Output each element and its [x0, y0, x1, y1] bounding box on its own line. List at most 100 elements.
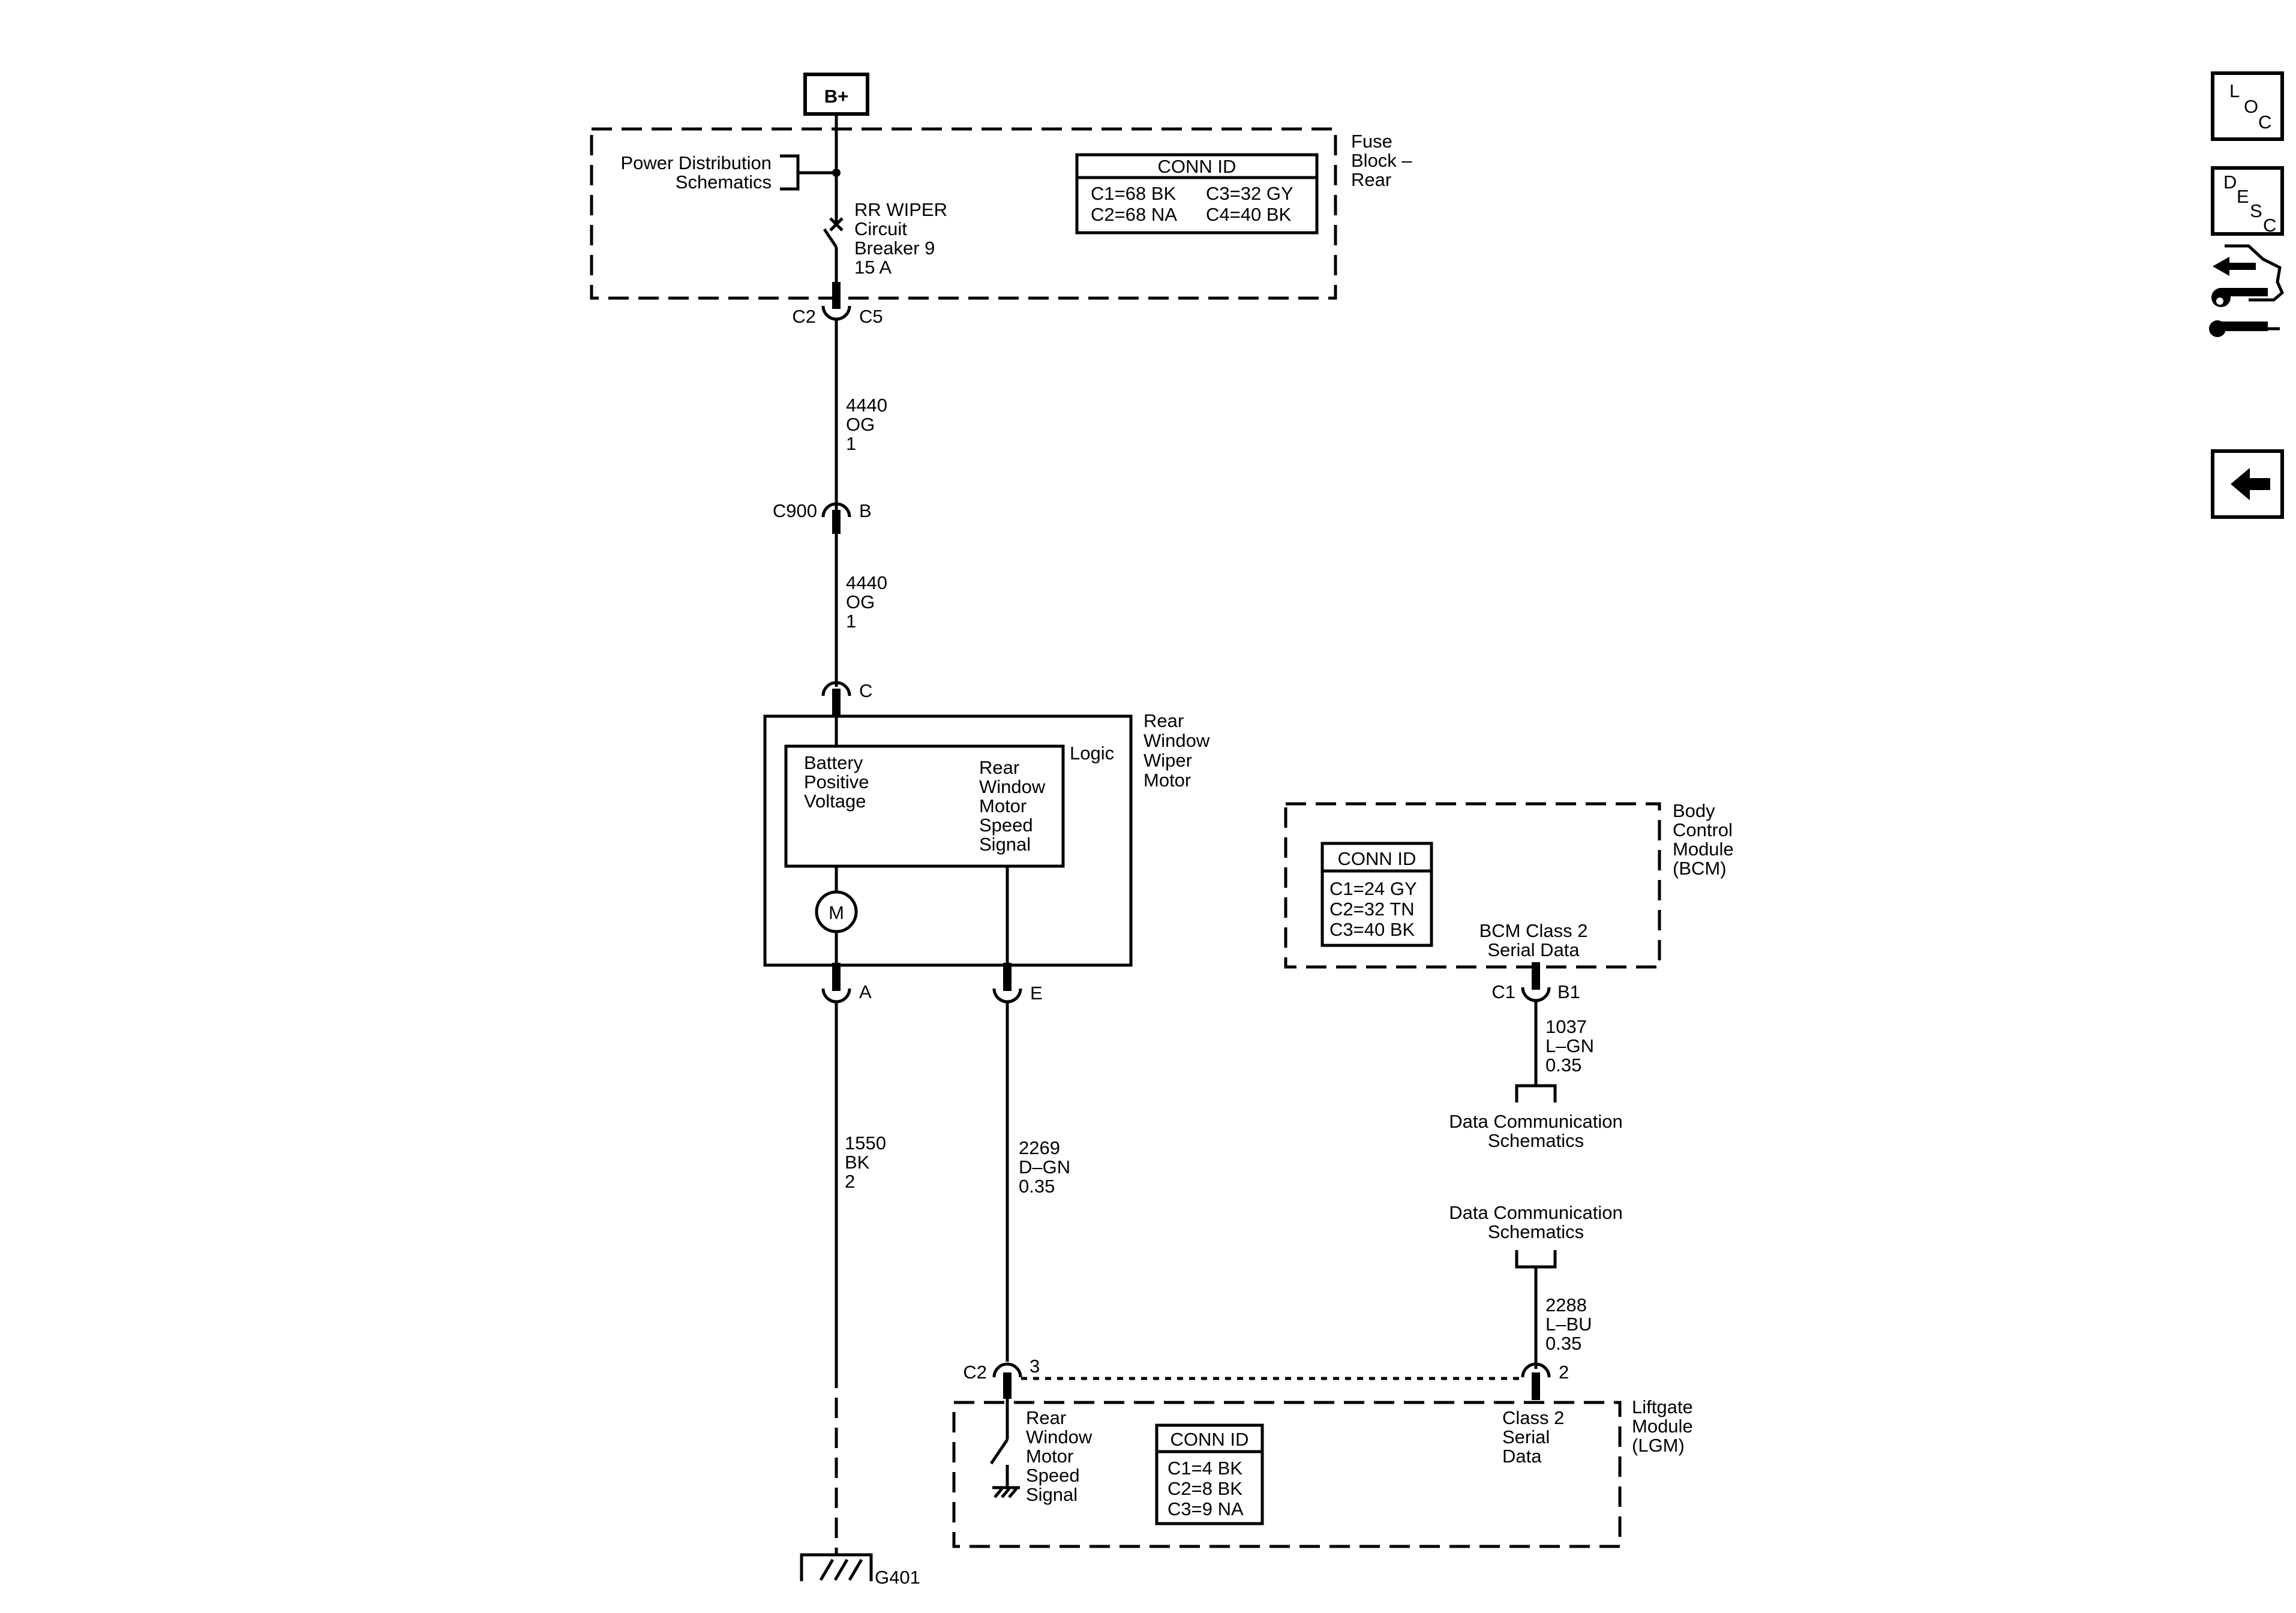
fuse-conn-c3: C3=32 GY — [1206, 183, 1293, 204]
battery-label-1: Battery — [804, 752, 863, 773]
rr-wiper-circuit-breaker: RR WIPER Circuit Breaker 9 15 A — [823, 114, 947, 282]
breaker-label-1: RR WIPER — [854, 199, 947, 220]
lgm-conn-id-header: CONN ID — [1170, 1429, 1249, 1450]
wire-1550-ground: 1550 BK 2 G401 — [800, 1002, 920, 1588]
bcm-conn-c1: C1=24 GY — [1329, 878, 1417, 899]
desc-letter-e: E — [2237, 186, 2249, 207]
battery-label-2: Positive — [804, 771, 869, 792]
connector-c900: C900 — [773, 500, 817, 521]
loc-letter-c: C — [2258, 112, 2271, 133]
bcm-title-4: (BCM) — [1673, 858, 1727, 879]
connector-c2-fuse: C2 — [792, 306, 816, 327]
motor-speed-label-5: Signal — [979, 834, 1031, 855]
power-source-b-plus: B+ — [803, 73, 869, 116]
wire-2288-color: L–BU — [1545, 1314, 1592, 1335]
lgm-speed-label-5: Signal — [1026, 1484, 1078, 1505]
lgm-speed-label-4: Speed — [1026, 1465, 1080, 1486]
wire-1037-size: 0.35 — [1545, 1055, 1581, 1076]
motor-speed-label-3: Motor — [979, 795, 1027, 816]
logic-label: Logic — [1070, 743, 1114, 764]
connector-c900-pin-b: B — [859, 500, 872, 521]
connector-lgm-pin-3: 3 — [1030, 1356, 1040, 1377]
breaker-label-4: 15 A — [854, 257, 892, 278]
loc-button[interactable]: L O C — [2211, 71, 2284, 141]
power-distribution-text-2: Schematics — [676, 172, 772, 193]
lgm-serial-label-3: Data — [1502, 1446, 1542, 1467]
wire-4440-upper-num: 4440 — [846, 395, 887, 416]
fuse-conn-c4: C4=40 BK — [1206, 204, 1292, 225]
data-communication-link-upper[interactable]: Data Communication Schematics — [1449, 1111, 1622, 1151]
wire-4440-upper-color: OG — [846, 414, 875, 435]
desc-letter-c: C — [2263, 215, 2276, 236]
wire-2288-size: 0.35 — [1545, 1333, 1581, 1354]
data-comm-lower-1: Data Communication — [1449, 1202, 1622, 1223]
battery-label-3: Voltage — [804, 791, 866, 812]
liftgate-module: Liftgate Module (LGM) Rear Window Motor … — [952, 1396, 1693, 1548]
motor-symbol: M — [829, 902, 844, 923]
lgm-speed-label-3: Motor — [1026, 1446, 1073, 1467]
fuse-conn-id-header: CONN ID — [1158, 156, 1236, 177]
fuse-conn-c2: C2=68 NA — [1091, 204, 1177, 225]
breaker-label-3: Breaker 9 — [854, 238, 935, 259]
connector-lgm-c2: C2 — [963, 1362, 987, 1383]
bcm-title-2: Control — [1673, 819, 1733, 840]
fuse-block-title-3: Rear — [1351, 169, 1391, 190]
rear-window-wiper-motor: Rear Window Wiper Motor Logic Battery Po… — [763, 710, 1210, 967]
loc-letter-l: L — [2229, 80, 2240, 101]
wire-1550-size: 2 — [845, 1171, 855, 1192]
fuse-block-rear: Fuse Block – Rear Power Distribution Sch… — [590, 114, 1412, 300]
wire-2288: 2288 L–BU 0.35 2 — [1515, 1250, 1592, 1400]
lgm-speed-signal-switch-icon — [989, 1399, 1020, 1498]
desc-button[interactable]: D E S C — [2211, 166, 2284, 236]
bcm-conn-c2: C2=32 TN — [1329, 899, 1415, 920]
back-button[interactable] — [2211, 449, 2284, 519]
ground-g401: G401 — [875, 1567, 920, 1588]
connector-wrench-icon[interactable] — [2209, 244, 2285, 337]
wire-4440-upper-size: 1 — [846, 433, 856, 454]
lgm-speed-label-2: Window — [1026, 1426, 1093, 1447]
data-communication-link-lower[interactable]: Data Communication Schematics — [1449, 1202, 1622, 1242]
lgm-serial-label-2: Serial — [1502, 1426, 1550, 1447]
fuse-block-title-1: Fuse — [1351, 131, 1392, 152]
connector-bcm-b1: B1 — [1557, 981, 1580, 1002]
wiper-motor-title-4: Motor — [1144, 770, 1191, 791]
desc-letter-d: D — [2223, 172, 2237, 193]
lgm-serial-label-1: Class 2 — [1502, 1407, 1564, 1428]
bcm-conn-id-header: CONN ID — [1338, 848, 1416, 869]
body-control-module: Body Control Module (BCM) CONN ID C1=24 … — [1284, 800, 1734, 969]
motor-speed-label-1: Rear — [979, 757, 1019, 778]
bcm-title-3: Module — [1673, 839, 1734, 860]
data-comm-upper-2: Schematics — [1488, 1130, 1584, 1151]
wire-4440-lower-size: 1 — [846, 611, 856, 632]
lgm-title-1: Liftgate — [1632, 1396, 1693, 1417]
wire-1550-num: 1550 — [845, 1133, 886, 1154]
lgm-conn-c3: C3=9 NA — [1167, 1498, 1244, 1519]
bcm-serial-label-2: Serial Data — [1487, 939, 1580, 960]
motor-connectors-bottom: A E — [821, 963, 1043, 1004]
bcm-title-1: Body — [1673, 800, 1715, 821]
loc-letter-o: O — [2244, 96, 2258, 117]
back-arrow-icon — [2231, 468, 2270, 500]
data-comm-lower-2: Schematics — [1488, 1221, 1584, 1242]
wiper-motor-title-3: Wiper — [1144, 750, 1192, 771]
fuse-block-conn-id-table: CONN ID C1=68 BK C3=32 GY C2=68 NA C4=40… — [1075, 153, 1319, 235]
connector-lgm-pin-2: 2 — [1559, 1362, 1569, 1383]
bcm-conn-c3: C3=40 BK — [1329, 919, 1415, 940]
data-comm-upper-1: Data Communication — [1449, 1111, 1622, 1132]
connector-motor-a: A — [859, 981, 872, 1002]
connector-motor-c: C — [859, 680, 872, 701]
wiper-motor-title-1: Rear — [1144, 710, 1184, 731]
wire-1037-num: 1037 — [1545, 1016, 1587, 1037]
wire-4440-lower-color: OG — [846, 591, 875, 612]
wire-2269-size: 0.35 — [1019, 1176, 1055, 1197]
lgm-conn-c1: C1=4 BK — [1167, 1458, 1242, 1479]
motor-speed-label-4: Speed — [979, 815, 1033, 836]
lgm-title-2: Module — [1632, 1416, 1693, 1437]
ground-symbol-icon — [800, 1553, 873, 1581]
desc-letter-s: S — [2250, 200, 2262, 221]
connector-c5-fuse: C5 — [859, 306, 883, 327]
power-distribution-link[interactable]: Power Distribution Schematics — [620, 152, 841, 193]
connector-bcm-c1: C1 — [1491, 981, 1515, 1002]
wire-4440-lower-num: 4440 — [846, 572, 887, 593]
